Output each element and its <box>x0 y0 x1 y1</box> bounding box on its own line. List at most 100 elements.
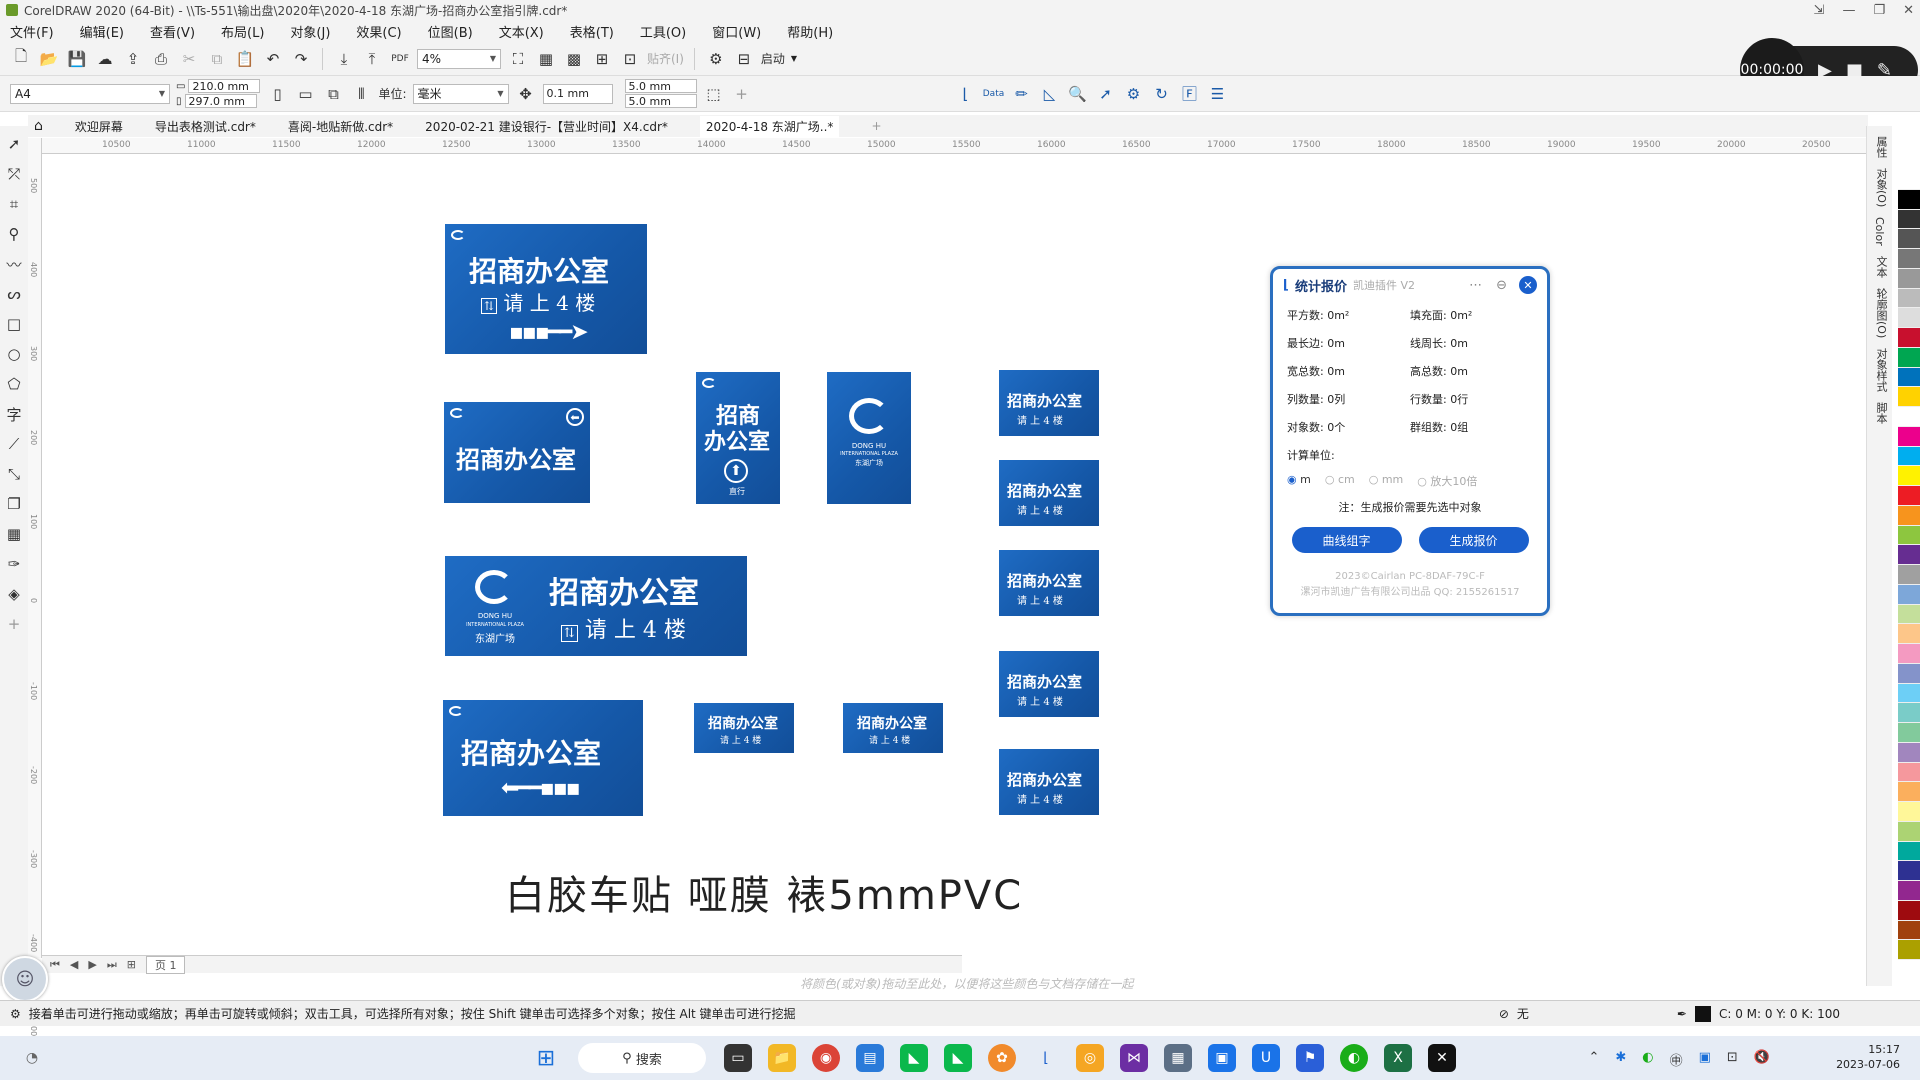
color-swatch[interactable] <box>1898 288 1920 309</box>
color-swatch[interactable] <box>1898 367 1920 388</box>
frame-icon[interactable]: 🄵 <box>1181 85 1197 103</box>
color-swatch[interactable] <box>1898 209 1920 230</box>
widget-icon[interactable]: ◔ <box>25 1050 39 1066</box>
duplicate-y-field[interactable]: 5.0 mm <box>624 94 697 108</box>
taskbar-search[interactable]: ⚲ 搜索 <box>578 1043 706 1073</box>
unit-radio-cm[interactable]: ○ cm <box>1325 473 1355 489</box>
settings-icon[interactable]: ⚙ <box>1126 84 1141 103</box>
sign-column[interactable]: 招商办公室 请 上 4 楼 <box>999 749 1099 815</box>
shadow-tool-icon[interactable]: ❐ <box>7 495 21 513</box>
visual-studio-icon[interactable]: ⋈ <box>1120 1044 1148 1072</box>
refresh-icon[interactable]: ↻ <box>1155 84 1168 103</box>
add-icon[interactable]: + <box>735 84 748 103</box>
document-app-icon[interactable]: ▤ <box>856 1044 884 1072</box>
plugin-logo-icon[interactable]: ⌊ <box>962 84 969 103</box>
volume-muted-icon[interactable]: 🔇 <box>1753 1050 1770 1065</box>
sign-left-arrow[interactable]: 招商办公室 ⬅━━▪▪▪ <box>443 700 643 816</box>
green-app2-icon[interactable]: ◣ <box>944 1044 972 1072</box>
text-tool-icon[interactable]: 字 <box>6 405 22 424</box>
color-swatch[interactable] <box>1898 446 1920 467</box>
color-swatch[interactable] <box>1898 486 1920 506</box>
tab-welcome[interactable]: 欢迎屏幕 <box>74 119 123 134</box>
color-swatch[interactable] <box>1898 900 1920 921</box>
pen-icon[interactable]: ✎ <box>1876 59 1892 81</box>
material-spec-text[interactable]: 白胶车贴 哑膜 裱5mmPVC <box>505 873 1024 919</box>
list-icon[interactable]: ☰ <box>1210 84 1225 103</box>
windows-start-icon[interactable]: ⊞ <box>536 1045 556 1071</box>
cut-icon[interactable]: ✂ <box>182 49 196 68</box>
sign-vertical-up[interactable]: 招商 办公室 ⬆ 直行 <box>696 372 780 504</box>
bluetooth-icon[interactable]: ✱ <box>1615 1050 1627 1065</box>
color-swatch[interactable] <box>1898 387 1920 407</box>
add-page-icon[interactable]: ⊞ <box>126 958 136 971</box>
color-swatch[interactable] <box>1898 762 1920 783</box>
page-size-combo[interactable]: A4▼ <box>10 83 170 104</box>
task-view-icon[interactable]: ▭ <box>724 1044 752 1072</box>
page-width-field[interactable]: 210.0 mm <box>188 79 261 93</box>
stop-icon[interactable]: ■ <box>1845 59 1863 81</box>
pick-tool-icon[interactable]: ➚ <box>7 135 21 153</box>
next-page-icon[interactable]: ▶ <box>88 958 97 971</box>
color-swatch[interactable] <box>1898 703 1920 723</box>
color-swatch[interactable] <box>1898 821 1920 842</box>
connector-tool-icon[interactable]: ⤡ <box>7 465 20 483</box>
colorful-app-icon[interactable]: ✿ <box>988 1044 1016 1072</box>
shape-tool-icon[interactable]: ⤱ <box>7 165 20 183</box>
ruler-triangle-icon[interactable]: ◺ <box>1043 84 1056 103</box>
play-icon[interactable]: ▶ <box>1818 59 1832 81</box>
new-document-icon[interactable]: 🗋 <box>14 47 28 65</box>
fill-none-icon[interactable]: ⊘ <box>1498 1006 1509 1021</box>
guidelines-icon[interactable]: ⊞ <box>595 49 609 68</box>
color-swatch[interactable] <box>1898 683 1920 704</box>
sign-column[interactable]: 招商办公室 请 上 4 楼 <box>999 550 1099 616</box>
polygon-tool-icon[interactable]: ⬠ <box>7 375 21 393</box>
avatar[interactable]: ☺ <box>2 956 48 1002</box>
maximize-button[interactable]: ❐ <box>1873 2 1886 18</box>
copy-icon[interactable]: ⧉ <box>211 49 223 68</box>
color-swatch[interactable] <box>1898 624 1920 644</box>
calculator-icon[interactable]: ▦ <box>1164 1044 1192 1072</box>
coreldraw-icon[interactable]: ◎ <box>1076 1044 1104 1072</box>
menu-table[interactable]: 表格(T) <box>569 25 614 41</box>
sign-column[interactable]: 招商办公室 请 上 4 楼 <box>999 460 1099 526</box>
portrait-icon[interactable]: ▯ <box>273 84 282 103</box>
capcut-icon[interactable]: ✕ <box>1428 1044 1456 1072</box>
color-swatch[interactable] <box>1898 723 1920 743</box>
tab-donghu-plaza[interactable]: 2020-4-18 东湖广场..* <box>699 115 840 137</box>
file-explorer-icon[interactable]: 📁 <box>768 1044 796 1072</box>
sign-wide-logo[interactable]: DONG HU INTERNATIONAL PLAZA 东湖广场 招商办公室 ⇅… <box>445 556 747 656</box>
color-swatch[interactable] <box>1898 545 1920 565</box>
color-swatch[interactable] <box>1898 189 1920 210</box>
unit-radio-m[interactable]: ◉ m <box>1287 473 1311 489</box>
chrome-icon[interactable]: ◉ <box>812 1044 840 1072</box>
zoom-level-combo[interactable]: 4%▼ <box>417 48 501 69</box>
tab-export-table[interactable]: 导出表格测试.cdr* <box>154 119 256 134</box>
outline-color-swatch[interactable] <box>1694 1005 1711 1022</box>
color-swatch[interactable] <box>1898 426 1920 447</box>
transparency-tool-icon[interactable]: ▦ <box>6 525 22 543</box>
options-gear-icon[interactable]: ⚙ <box>709 49 723 68</box>
sign-small[interactable]: 招商办公室 请 上 4 楼 <box>694 703 794 753</box>
unit-radio-x10[interactable]: ○ 放大10倍 <box>1417 473 1477 489</box>
color-swatch[interactable] <box>1898 742 1920 763</box>
publish-pdf-icon[interactable]: PDF <box>391 53 409 64</box>
outline-pen-icon[interactable]: ✒ <box>1676 1006 1687 1021</box>
print-icon[interactable]: ⎙ <box>154 49 167 68</box>
wechat-icon[interactable]: ◐ <box>1340 1044 1368 1072</box>
settings-gear-icon[interactable]: ⚙ <box>10 1006 21 1021</box>
import-icon[interactable]: ⤓ <box>340 49 348 68</box>
color-swatch[interactable] <box>1898 229 1920 249</box>
close-circle-icon[interactable]: ✕ <box>1519 276 1537 294</box>
magnifier-icon[interactable]: 🔍 <box>1068 84 1087 103</box>
dimension-tool-icon[interactable]: ⟋ <box>8 435 20 453</box>
pencil-icon[interactable]: ✏ <box>1015 84 1028 103</box>
cursor-icon[interactable]: ➚ <box>1099 84 1112 103</box>
menu-text[interactable]: 文本(X) <box>498 25 544 41</box>
color-swatch[interactable] <box>1898 347 1920 368</box>
sign-column[interactable]: 招商办公室 请 上 4 楼 <box>999 651 1099 717</box>
menu-window[interactable]: 窗口(W) <box>712 25 762 41</box>
freehand-tool-icon[interactable]: 〰 <box>6 255 22 274</box>
chevron-up-icon[interactable]: ⌃ <box>1588 1050 1600 1065</box>
undo-icon[interactable]: ↶ <box>266 49 280 68</box>
